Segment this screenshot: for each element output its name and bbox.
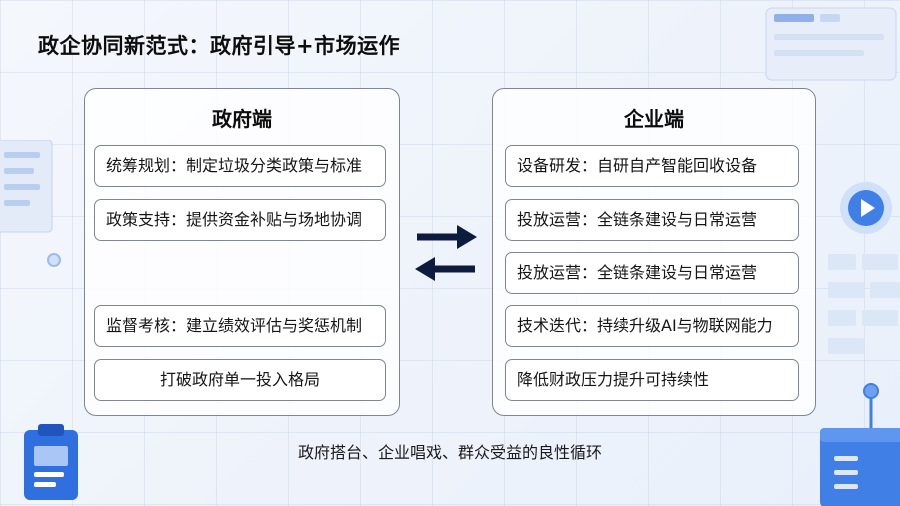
page-title: 政企协同新范式：政府引导+市场运作 <box>38 34 401 58</box>
government-panel: 政府端 统筹规划：制定垃圾分类政策与标准 政策支持：提供资金补贴与场地协调 监督… <box>84 88 400 416</box>
top-right-window-decoration <box>765 7 897 81</box>
bidirectional-arrows-icon <box>415 225 477 281</box>
enterprise-heading: 企业端 <box>624 107 684 131</box>
government-heading: 政府端 <box>212 107 272 131</box>
enterprise-panel: 企业端 设备研发：自研自产智能回收设备 投放运营：全链条建设与日常运营 投放运营… <box>492 88 816 416</box>
play-icon <box>840 182 892 234</box>
left-node-decoration <box>47 253 61 267</box>
gov-item-supervision: 监督考核：建立绩效评估与奖惩机制 <box>94 305 386 347</box>
gov-item-planning: 统筹规划：制定垃圾分类政策与标准 <box>94 145 386 187</box>
gov-item-break-pattern: 打破政府单一投入格局 <box>94 359 386 401</box>
left-document-decoration <box>0 140 53 233</box>
ent-item-operations-2: 投放运营：全链条建设与日常运营 <box>505 252 799 294</box>
footer-caption: 政府搭台、企业唱戏、群众受益的良性循环 <box>297 443 602 462</box>
ent-item-sustainability: 降低财政压力提升可持续性 <box>505 359 799 401</box>
ent-item-rnd: 设备研发：自研自产智能回收设备 <box>505 145 799 187</box>
gov-item-policy-support: 政策支持：提供资金补贴与场地协调 <box>94 199 386 241</box>
clipboard-icon <box>24 424 78 500</box>
ent-item-tech-iteration: 技术迭代：持续升级AI与物联网能力 <box>505 305 799 347</box>
right-panel-decoration <box>828 254 900 354</box>
ent-item-operations: 投放运营：全链条建设与日常运营 <box>505 199 799 241</box>
server-icon <box>820 383 900 506</box>
